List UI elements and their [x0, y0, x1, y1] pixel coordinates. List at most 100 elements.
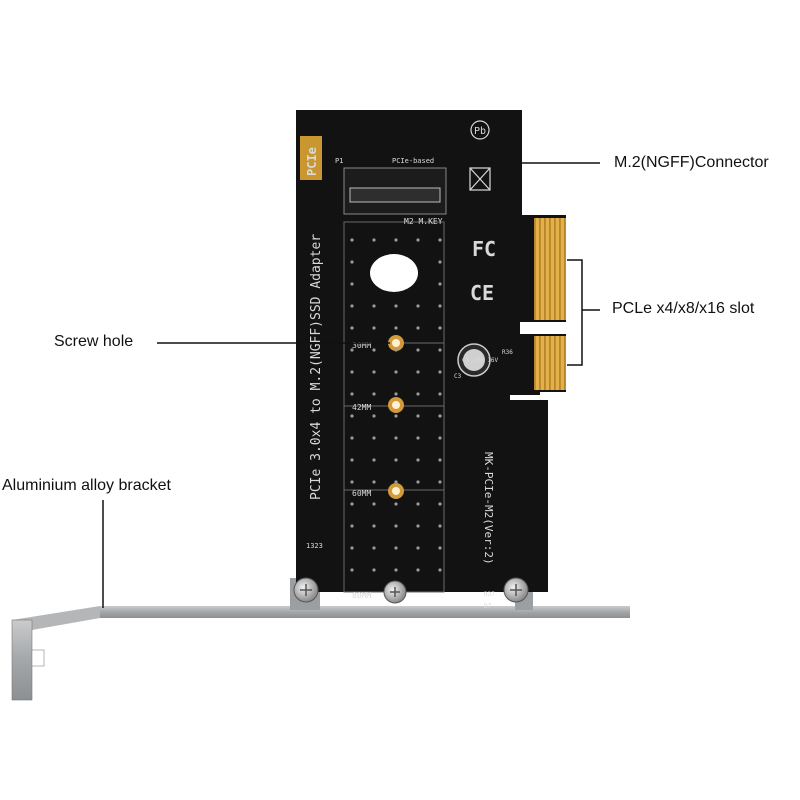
via — [350, 414, 354, 418]
via — [350, 480, 354, 484]
via — [350, 326, 354, 330]
via — [394, 370, 398, 374]
via — [438, 326, 442, 330]
via — [394, 436, 398, 440]
pcie-logo-box — [300, 136, 322, 180]
via — [394, 502, 398, 506]
pcb-board — [293, 110, 566, 604]
via — [372, 480, 376, 484]
via — [438, 238, 442, 242]
pcie-logo-text: PCIe — [305, 147, 319, 176]
via — [394, 238, 398, 242]
size-60mm: 60MM — [352, 489, 371, 498]
via — [394, 326, 398, 330]
weee-bin-icon — [469, 167, 491, 191]
via — [372, 238, 376, 242]
via — [350, 282, 354, 286]
via — [394, 524, 398, 528]
via — [438, 260, 442, 264]
via — [372, 436, 376, 440]
via — [350, 568, 354, 572]
slot-callout: PCLe x4/x8/x16 slot — [612, 300, 755, 317]
connector-callout: M.2(NGFF)Connector — [614, 154, 769, 171]
via — [416, 524, 420, 528]
oval-hole — [370, 254, 418, 292]
leader-slot — [567, 259, 600, 366]
adapter-title: PCIe 3.0x4 to M.2(NGFF)SSD Adapter — [309, 234, 324, 500]
bracket-callout: Aluminium alloy bracket — [2, 477, 171, 494]
via — [438, 282, 442, 286]
pb-mark: Pb — [474, 126, 486, 137]
r36-label: R36 — [502, 349, 513, 356]
via — [372, 568, 376, 572]
via — [350, 502, 354, 506]
pcie-based-label: PCIe-based — [392, 157, 434, 165]
via — [372, 370, 376, 374]
size-30mm: 30MM — [352, 341, 371, 350]
via — [350, 458, 354, 462]
via — [416, 304, 420, 308]
via — [416, 480, 420, 484]
via — [372, 546, 376, 550]
via — [438, 414, 442, 418]
via — [416, 370, 420, 374]
p1-label: P1 — [335, 157, 343, 165]
via — [438, 568, 442, 572]
via — [372, 458, 376, 462]
via — [416, 348, 420, 352]
via — [416, 458, 420, 462]
via — [394, 480, 398, 484]
size-80mm: 80MM — [352, 591, 371, 600]
capacitor-marking: CX 100 16V — [462, 357, 499, 364]
fc-mark: FC — [472, 237, 496, 261]
aluminium-bracket — [11, 578, 630, 701]
via — [350, 348, 354, 352]
via — [416, 502, 420, 506]
via — [350, 524, 354, 528]
via — [350, 392, 354, 396]
via — [438, 370, 442, 374]
via — [372, 326, 376, 330]
via — [416, 546, 420, 550]
pb-circle — [470, 120, 490, 140]
via — [394, 304, 398, 308]
via — [416, 568, 420, 572]
via — [350, 260, 354, 264]
via — [350, 238, 354, 242]
via — [416, 436, 420, 440]
via — [394, 546, 398, 550]
via — [372, 392, 376, 396]
r37-label: R37 — [484, 591, 495, 598]
via — [350, 370, 354, 374]
via — [394, 392, 398, 396]
via — [416, 392, 420, 396]
via — [372, 348, 376, 352]
via — [438, 546, 442, 550]
via — [372, 414, 376, 418]
pcb-outline — [296, 110, 566, 592]
gold-fingers-short — [534, 218, 566, 320]
via — [394, 568, 398, 572]
via — [438, 392, 442, 396]
via — [438, 436, 442, 440]
screw-hole-callout: Screw hole — [54, 333, 134, 350]
via — [372, 502, 376, 506]
via — [438, 502, 442, 506]
c3-label: C3 — [454, 373, 462, 380]
via — [416, 238, 420, 242]
via — [438, 348, 442, 352]
size-42mm: 42MM — [352, 403, 371, 412]
via — [438, 458, 442, 462]
leader-lines — [102, 162, 600, 608]
via — [394, 348, 398, 352]
ce-mark: CE — [470, 281, 494, 305]
via-grid — [350, 238, 442, 572]
via — [438, 304, 442, 308]
key-label: M2 M.KEY — [404, 217, 443, 226]
via — [416, 414, 420, 418]
via — [438, 524, 442, 528]
via — [416, 326, 420, 330]
via — [350, 304, 354, 308]
via — [350, 546, 354, 550]
